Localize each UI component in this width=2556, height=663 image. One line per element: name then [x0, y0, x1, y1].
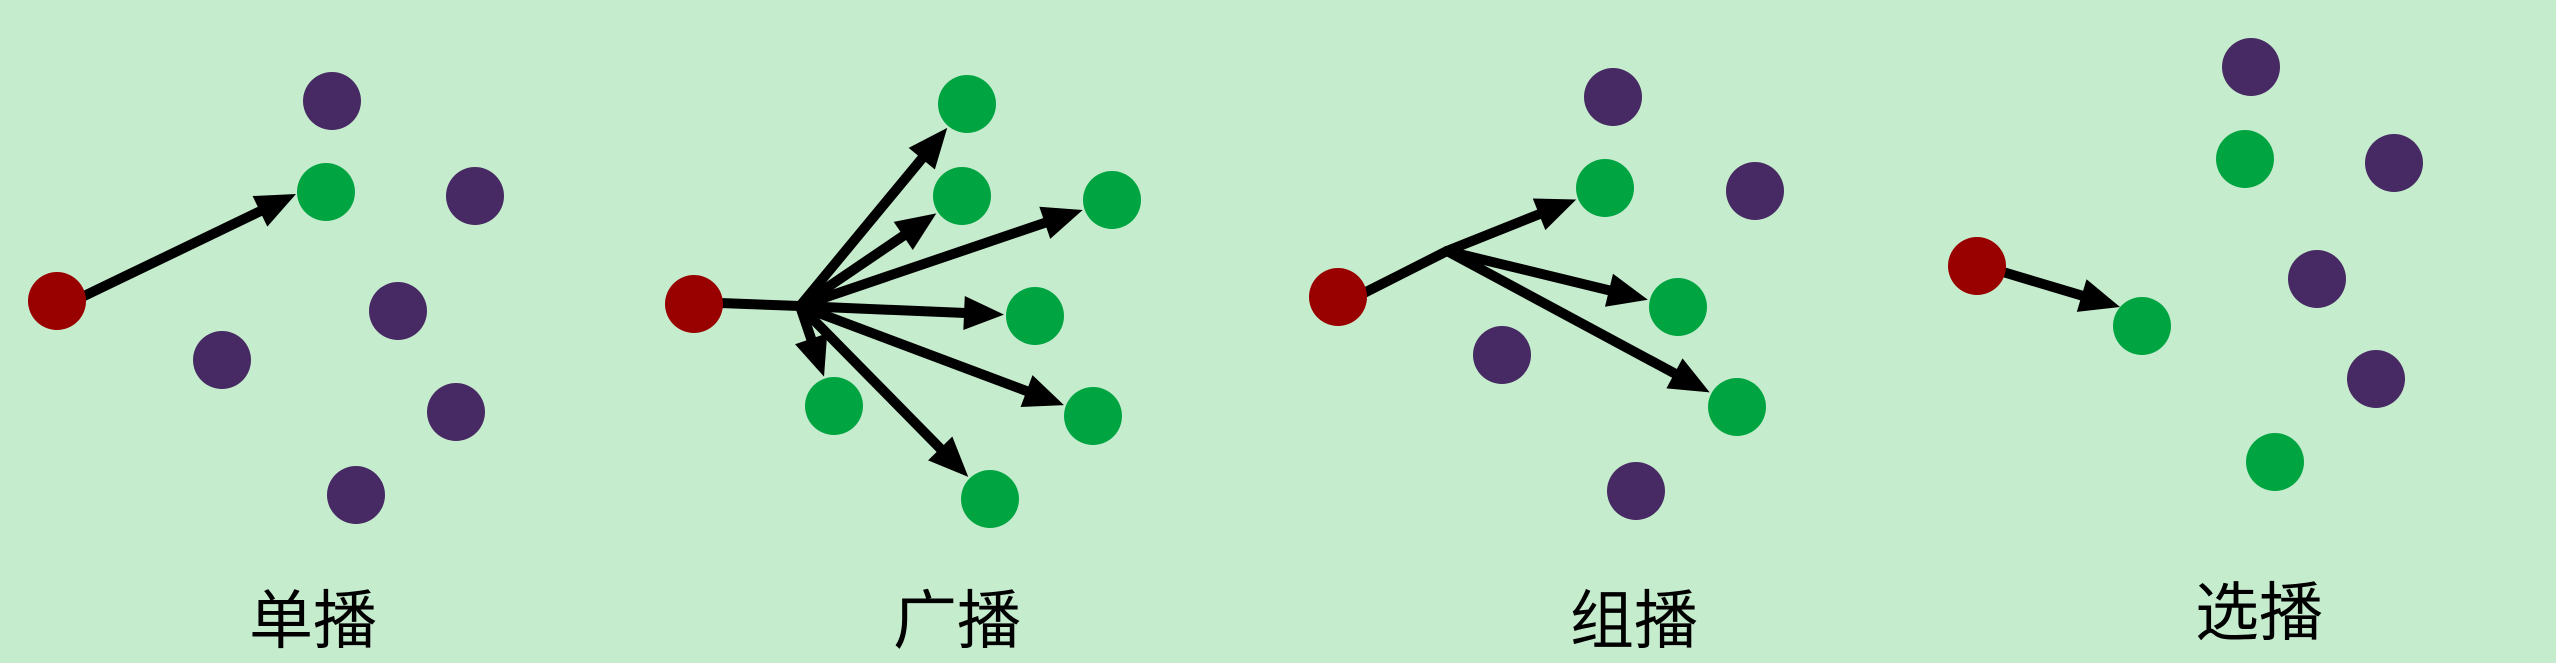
- broadcast-arrow-6: [795, 301, 969, 477]
- multicast-trunk-line: [1359, 246, 1452, 298]
- unicast-other-node-1: [303, 72, 361, 130]
- multicast-source-node: [1309, 268, 1367, 326]
- broadcast-receiver-node-6: [961, 470, 1019, 528]
- broadcast-receiver-node-4: [1006, 287, 1064, 345]
- unicast-source-node: [28, 272, 86, 330]
- broadcast-receiver-node-7: [805, 377, 863, 435]
- unicast-arrow: [77, 194, 296, 302]
- multicast-receiver-node-1: [1576, 159, 1634, 217]
- multicast-receiver-node-2: [1649, 278, 1707, 336]
- broadcast-arrow-5: [795, 301, 1064, 407]
- unicast-other-node-4: [193, 331, 251, 389]
- broadcast-caption: 广播: [893, 585, 1021, 659]
- anycast-receiver-node-1: [2216, 130, 2274, 188]
- anycast-arrow: [1998, 267, 2120, 312]
- multicast-caption: 组播: [1570, 585, 1698, 659]
- multicast-arrow-1: [1442, 198, 1577, 256]
- anycast-caption: 选播: [2195, 577, 2323, 651]
- broadcast-arrow-4: [795, 295, 1005, 330]
- multicast-other-node-3: [1473, 326, 1531, 384]
- unicast-other-node-3: [369, 282, 427, 340]
- multicast-receiver-node-3: [1708, 378, 1766, 436]
- broadcast-arrow-3: [795, 206, 1083, 311]
- anycast-other-node-2: [2365, 134, 2423, 192]
- multicast-other-node-2: [1726, 162, 1784, 220]
- anycast-other-node-1: [2222, 38, 2280, 96]
- broadcast-receiver-node-2: [933, 167, 991, 225]
- anycast-receiver-node-2: [2246, 433, 2304, 491]
- broadcast-trunk-line: [715, 298, 805, 311]
- broadcast-arrow-7: [795, 301, 828, 377]
- multicast-arrow-3: [1442, 246, 1710, 393]
- anycast-other-node-3: [2288, 250, 2346, 308]
- unicast-caption: 单播: [249, 585, 377, 659]
- anycast-target-node: [2113, 297, 2171, 355]
- unicast-other-node-2: [446, 167, 504, 225]
- multicast-other-node-4: [1607, 462, 1665, 520]
- broadcast-source-node: [665, 275, 723, 333]
- broadcast-receiver-node-1: [938, 75, 996, 133]
- unicast-other-node-5: [427, 383, 485, 441]
- unicast-other-node-6: [327, 466, 385, 524]
- broadcast-arrow-1: [795, 127, 948, 311]
- broadcast-receiver-node-5: [1064, 387, 1122, 445]
- multicast-arrow-2: [1442, 246, 1648, 307]
- broadcast-receiver-node-3: [1083, 171, 1141, 229]
- unicast-receiver-node: [297, 163, 355, 221]
- broadcast-arrow-2: [795, 213, 937, 311]
- anycast-other-node-4: [2347, 350, 2405, 408]
- multicast-other-node-1: [1584, 68, 1642, 126]
- anycast-source-node: [1948, 237, 2006, 295]
